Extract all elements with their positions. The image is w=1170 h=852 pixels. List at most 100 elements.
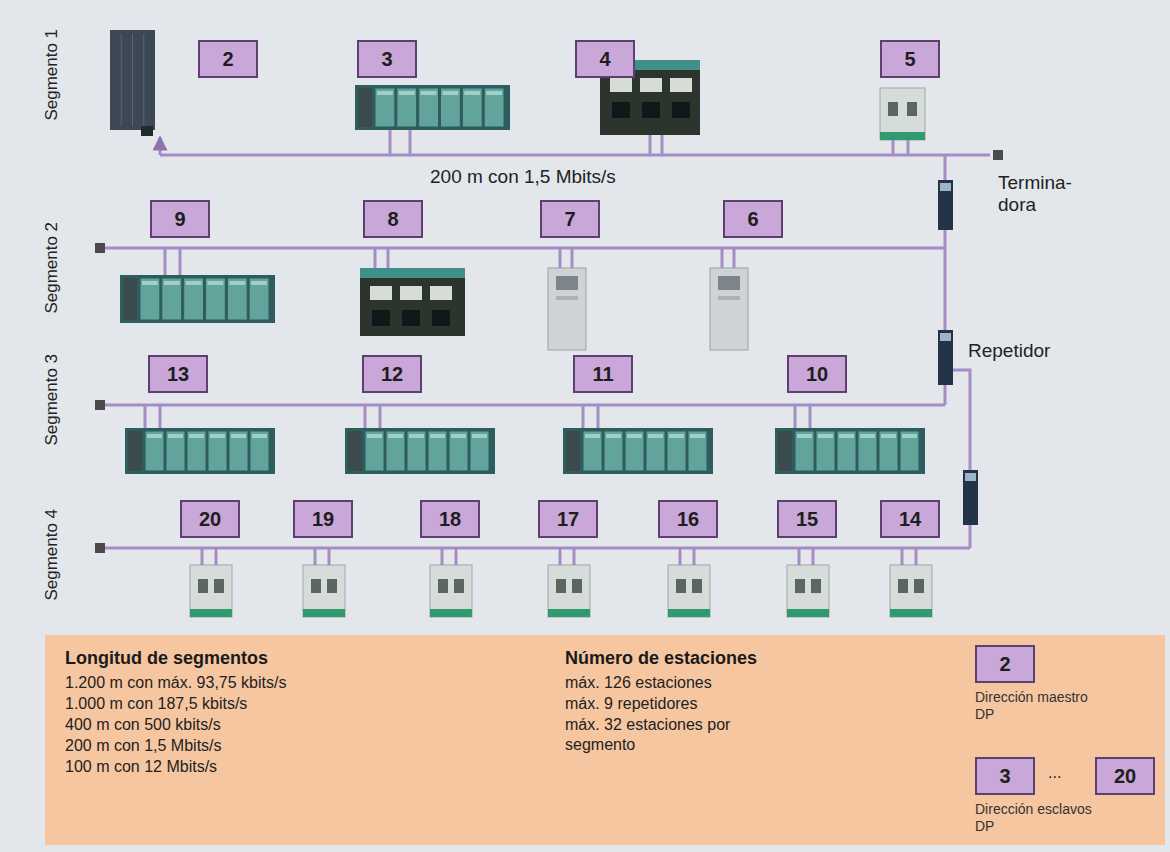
panel-text: máx. 9 repetidores: [565, 694, 865, 714]
address-box: 11: [573, 355, 633, 393]
rack-device: [125, 428, 275, 474]
address-box: 6: [723, 200, 783, 238]
drop-line: [455, 548, 458, 565]
panel-heading: Número de estaciones: [565, 647, 865, 670]
drop-line: [314, 548, 317, 565]
io-module: [548, 565, 590, 617]
drop-line: [892, 140, 895, 155]
io-module: [890, 565, 932, 617]
rack-device: [775, 428, 925, 474]
address-number: 15: [796, 508, 818, 531]
address-box: 4: [575, 40, 635, 78]
drop-line: [441, 548, 444, 565]
address-box: 2: [975, 645, 1035, 683]
drop-line: [721, 248, 724, 268]
drop-line: [693, 548, 696, 565]
drive-device: [710, 268, 748, 350]
address-box: 12: [362, 355, 422, 393]
segment-label: Segmento 3: [42, 354, 62, 446]
drop-line: [409, 130, 412, 155]
address-number: 19: [312, 508, 334, 531]
drop-line: [582, 405, 585, 428]
address-box: 13: [148, 355, 208, 393]
drop-line: [159, 405, 162, 428]
address-number: 5: [904, 48, 915, 71]
io-module: [668, 565, 710, 617]
rack-device: [563, 428, 713, 474]
drop-line: [201, 548, 204, 565]
bus-line: [105, 404, 945, 407]
drop-line: [144, 405, 147, 428]
address-number: 14: [899, 508, 921, 531]
drop-line: [901, 548, 904, 565]
bus-terminator: [95, 400, 105, 410]
drop-line: [679, 548, 682, 565]
address-number: 2: [222, 48, 233, 71]
address-box: 7: [540, 200, 600, 238]
bus-line: [105, 247, 945, 250]
drop-line: [661, 135, 664, 155]
panel-heading: Longitud de segmentos: [65, 647, 485, 670]
address-number: 12: [381, 363, 403, 386]
drop-line: [733, 248, 736, 268]
address-number: 10: [806, 363, 828, 386]
panel-text: Dirección esclavos DP: [975, 801, 1105, 835]
address-number: 2: [999, 653, 1010, 676]
address-number: 8: [387, 208, 398, 231]
address-box: 19: [293, 500, 353, 538]
address-number: 4: [599, 48, 610, 71]
io-module: [303, 565, 345, 617]
address-box: 16: [658, 500, 718, 538]
legend-panel: Longitud de segmentos 1.200 m con máx. 93…: [45, 635, 1165, 845]
drop-line: [798, 548, 801, 565]
address-box: 18: [420, 500, 480, 538]
address-number: 9: [174, 208, 185, 231]
drop-line: [915, 548, 918, 565]
io-module: [190, 565, 232, 617]
address-box: 14: [880, 500, 940, 538]
drive-device: [548, 268, 586, 350]
panel-text: 1.200 m con máx. 93,75 kbits/s: [65, 673, 485, 693]
address-number: 13: [167, 363, 189, 386]
master-device: [110, 30, 155, 136]
drop-line: [559, 548, 562, 565]
panel-text: máx. 126 estaciones: [565, 673, 865, 693]
drop-line: [164, 248, 167, 275]
panel-text: 400 m con 500 kbits/s: [65, 715, 485, 735]
address-number: 7: [564, 208, 575, 231]
drop-line: [571, 248, 574, 268]
board-device: [360, 268, 465, 336]
trunk-line: [969, 525, 972, 548]
address-box: 3: [357, 40, 417, 78]
drop-line: [379, 405, 382, 428]
rack-device: [120, 275, 275, 323]
drop-line: [597, 405, 600, 428]
address-box: 20: [1095, 757, 1155, 795]
panel-text: Dirección maestro DP: [975, 689, 1095, 723]
address-number: 11: [592, 363, 613, 386]
address-number: 20: [1114, 765, 1136, 788]
drop-line: [179, 248, 182, 275]
address-number: 17: [557, 508, 579, 531]
drop-line: [573, 548, 576, 565]
drop-line: [559, 248, 562, 268]
address-number: 3: [381, 48, 392, 71]
drop-line: [389, 130, 392, 155]
panel-text: 100 m con 12 Mbits/s: [65, 757, 485, 777]
panel-text: máx. 32 estaciones por segmento: [565, 715, 805, 755]
network-label: Termina- dora: [998, 172, 1098, 216]
trunk-line: [953, 370, 970, 470]
address-box: 20: [180, 500, 240, 538]
drop-line: [328, 548, 331, 565]
bus-line: [160, 154, 990, 157]
panel-text: 200 m con 1,5 Mbits/s: [65, 736, 485, 756]
address-box: 10: [787, 355, 847, 393]
rack-device: [355, 85, 510, 130]
panel-text: ...: [1048, 763, 1088, 783]
address-box: 15: [777, 500, 837, 538]
network-label: Repetidor: [968, 340, 1050, 362]
bus-terminator: [993, 150, 1003, 160]
bus-terminator: [95, 543, 105, 553]
drop-line: [364, 405, 367, 428]
bus-line: [105, 547, 970, 550]
